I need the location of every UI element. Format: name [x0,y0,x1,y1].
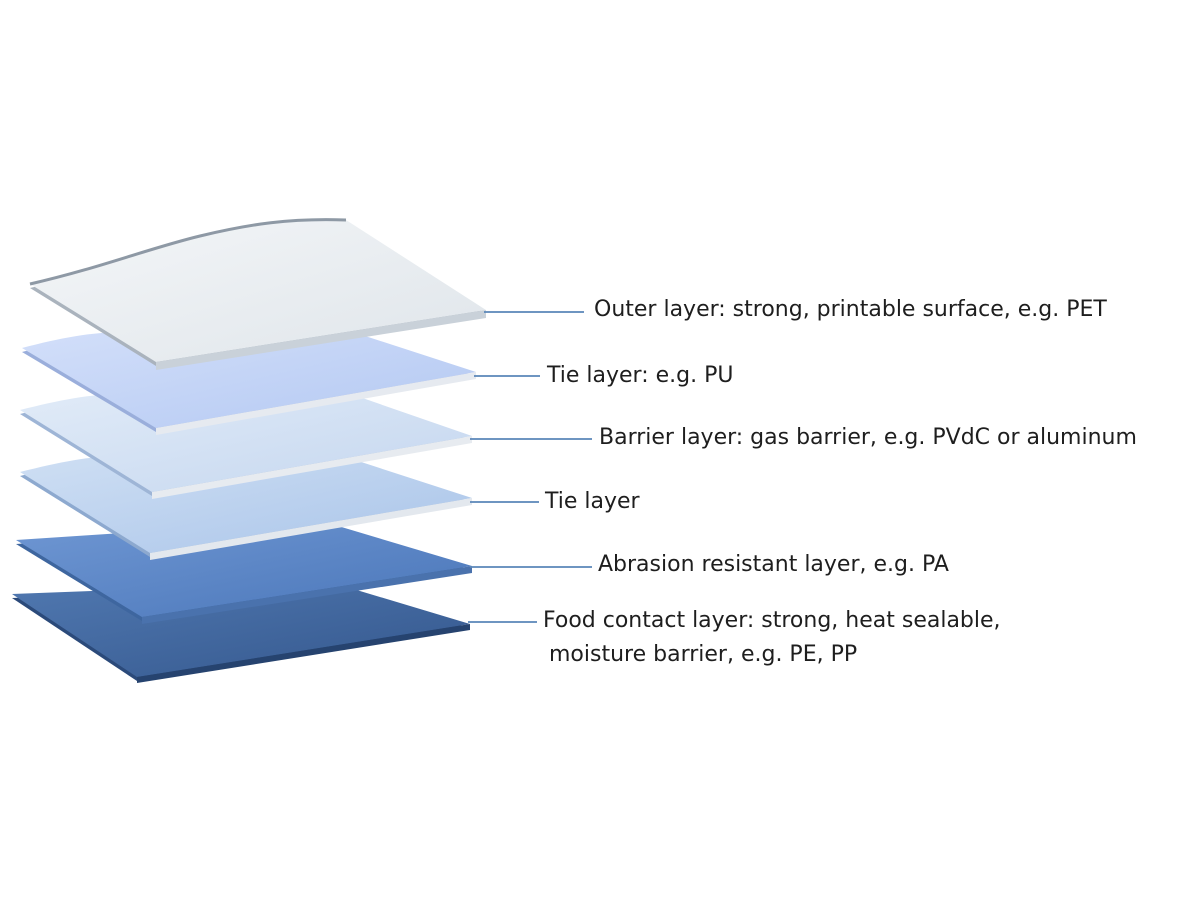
food-contact-layer-label-line2: moisture barrier, e.g. PE, PP [549,642,858,667]
outer-layer-label: Outer layer: strong, printable surface, … [594,295,1107,325]
abrasion-resistant-layer-label: Abrasion resistant layer, e.g. PA [598,550,949,580]
tie-layer-1-label-text: Tie layer: e.g. PU [547,363,734,388]
abrasion-resistant-layer-label-text: Abrasion resistant layer, e.g. PA [598,552,949,577]
barrier-layer-label: Barrier layer: gas barrier, e.g. PVdC or… [599,423,1137,453]
outer-layer-sheet [29,218,486,370]
food-contact-layer-label: Food contact layer: strong, heat sealabl… [543,606,1001,670]
tie-layer-2-label: Tie layer [545,487,640,517]
outer-layer-label-text: Outer layer: strong, printable surface, … [594,297,1107,322]
food-contact-layer-label-line1: Food contact layer: strong, heat sealabl… [543,608,1001,633]
tie-layer-2-label-text: Tie layer [545,489,640,514]
barrier-layer-label-text: Barrier layer: gas barrier, e.g. PVdC or… [599,425,1137,450]
tie-layer-1-label: Tie layer: e.g. PU [547,361,733,391]
